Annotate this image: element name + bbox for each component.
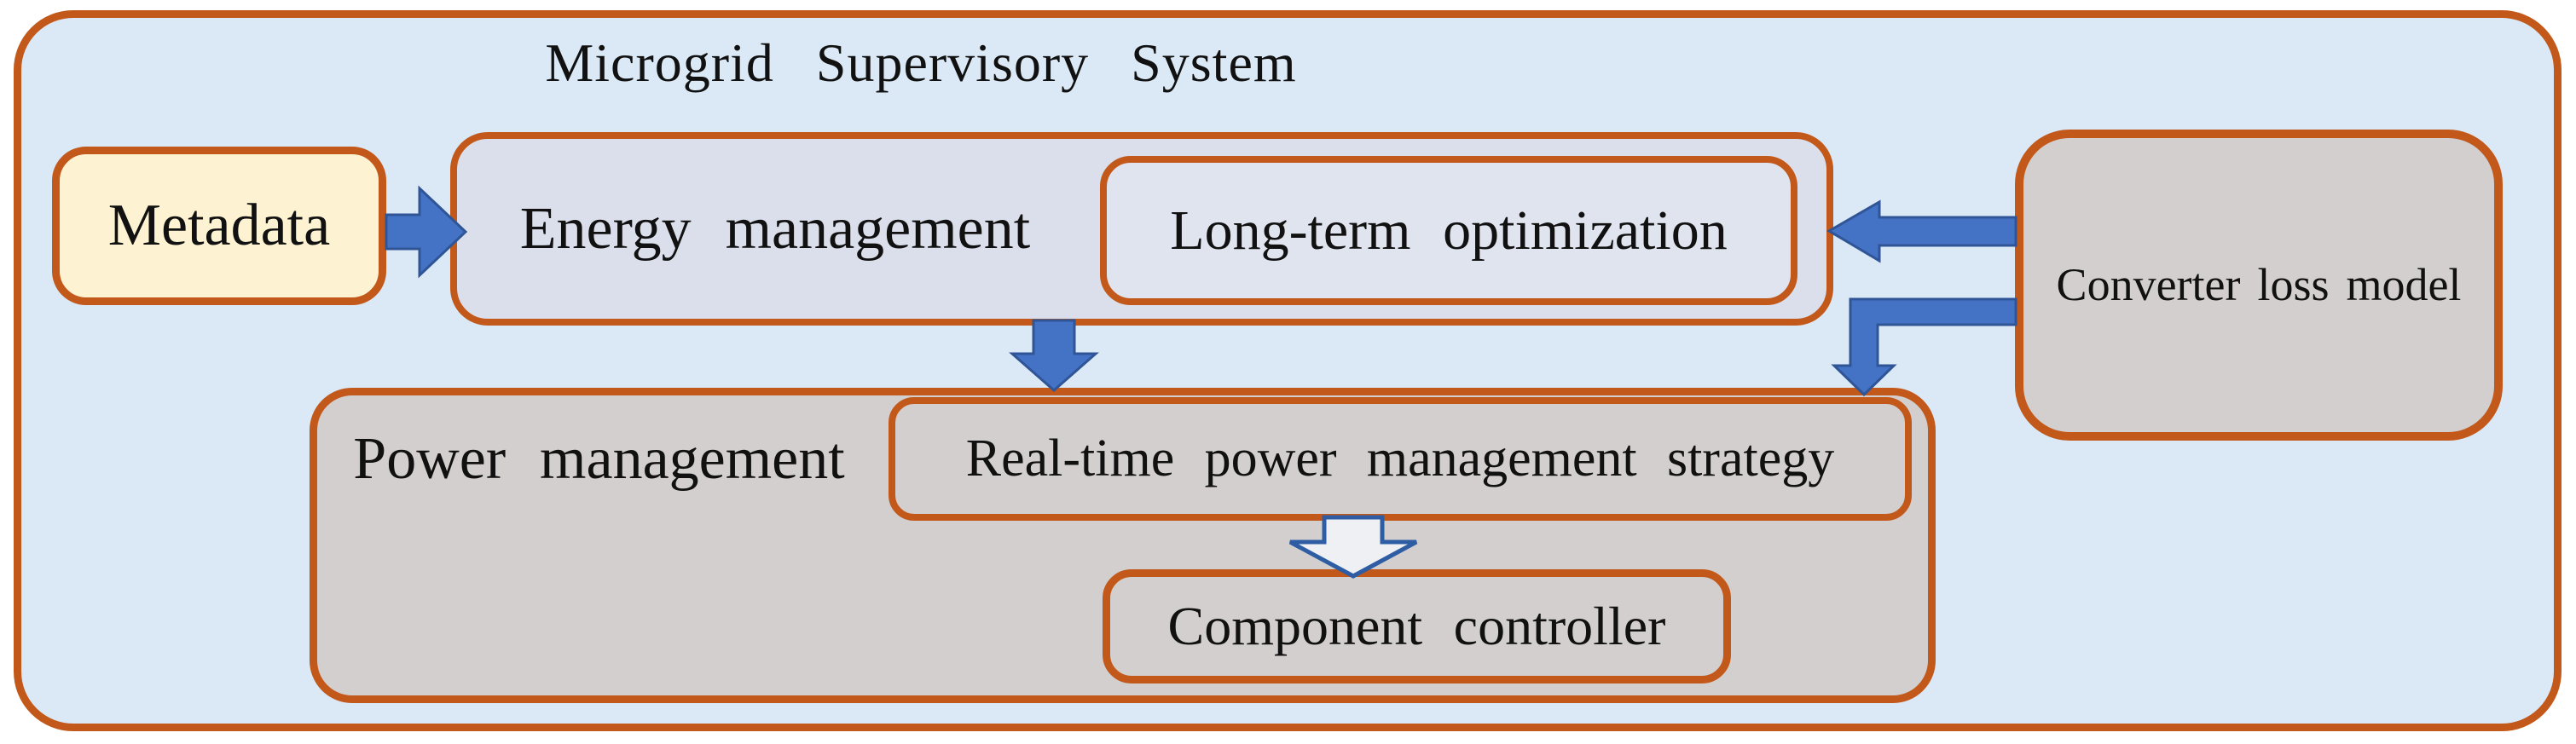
diagram-title: Microgrid Supervisory System	[545, 32, 1297, 93]
node-power-management-label: Power management	[353, 425, 845, 492]
node-converter-loss-model: Converter loss model	[2015, 130, 2503, 441]
node-component-controller: Component controller	[1103, 569, 1731, 683]
node-real-time-strategy: Real-time power management strategy	[889, 397, 1912, 521]
node-energy-management-label: Energy management	[519, 195, 1031, 262]
node-long-term-optimization: Long-term optimization	[1100, 156, 1797, 305]
node-metadata: Metadata	[52, 147, 386, 305]
